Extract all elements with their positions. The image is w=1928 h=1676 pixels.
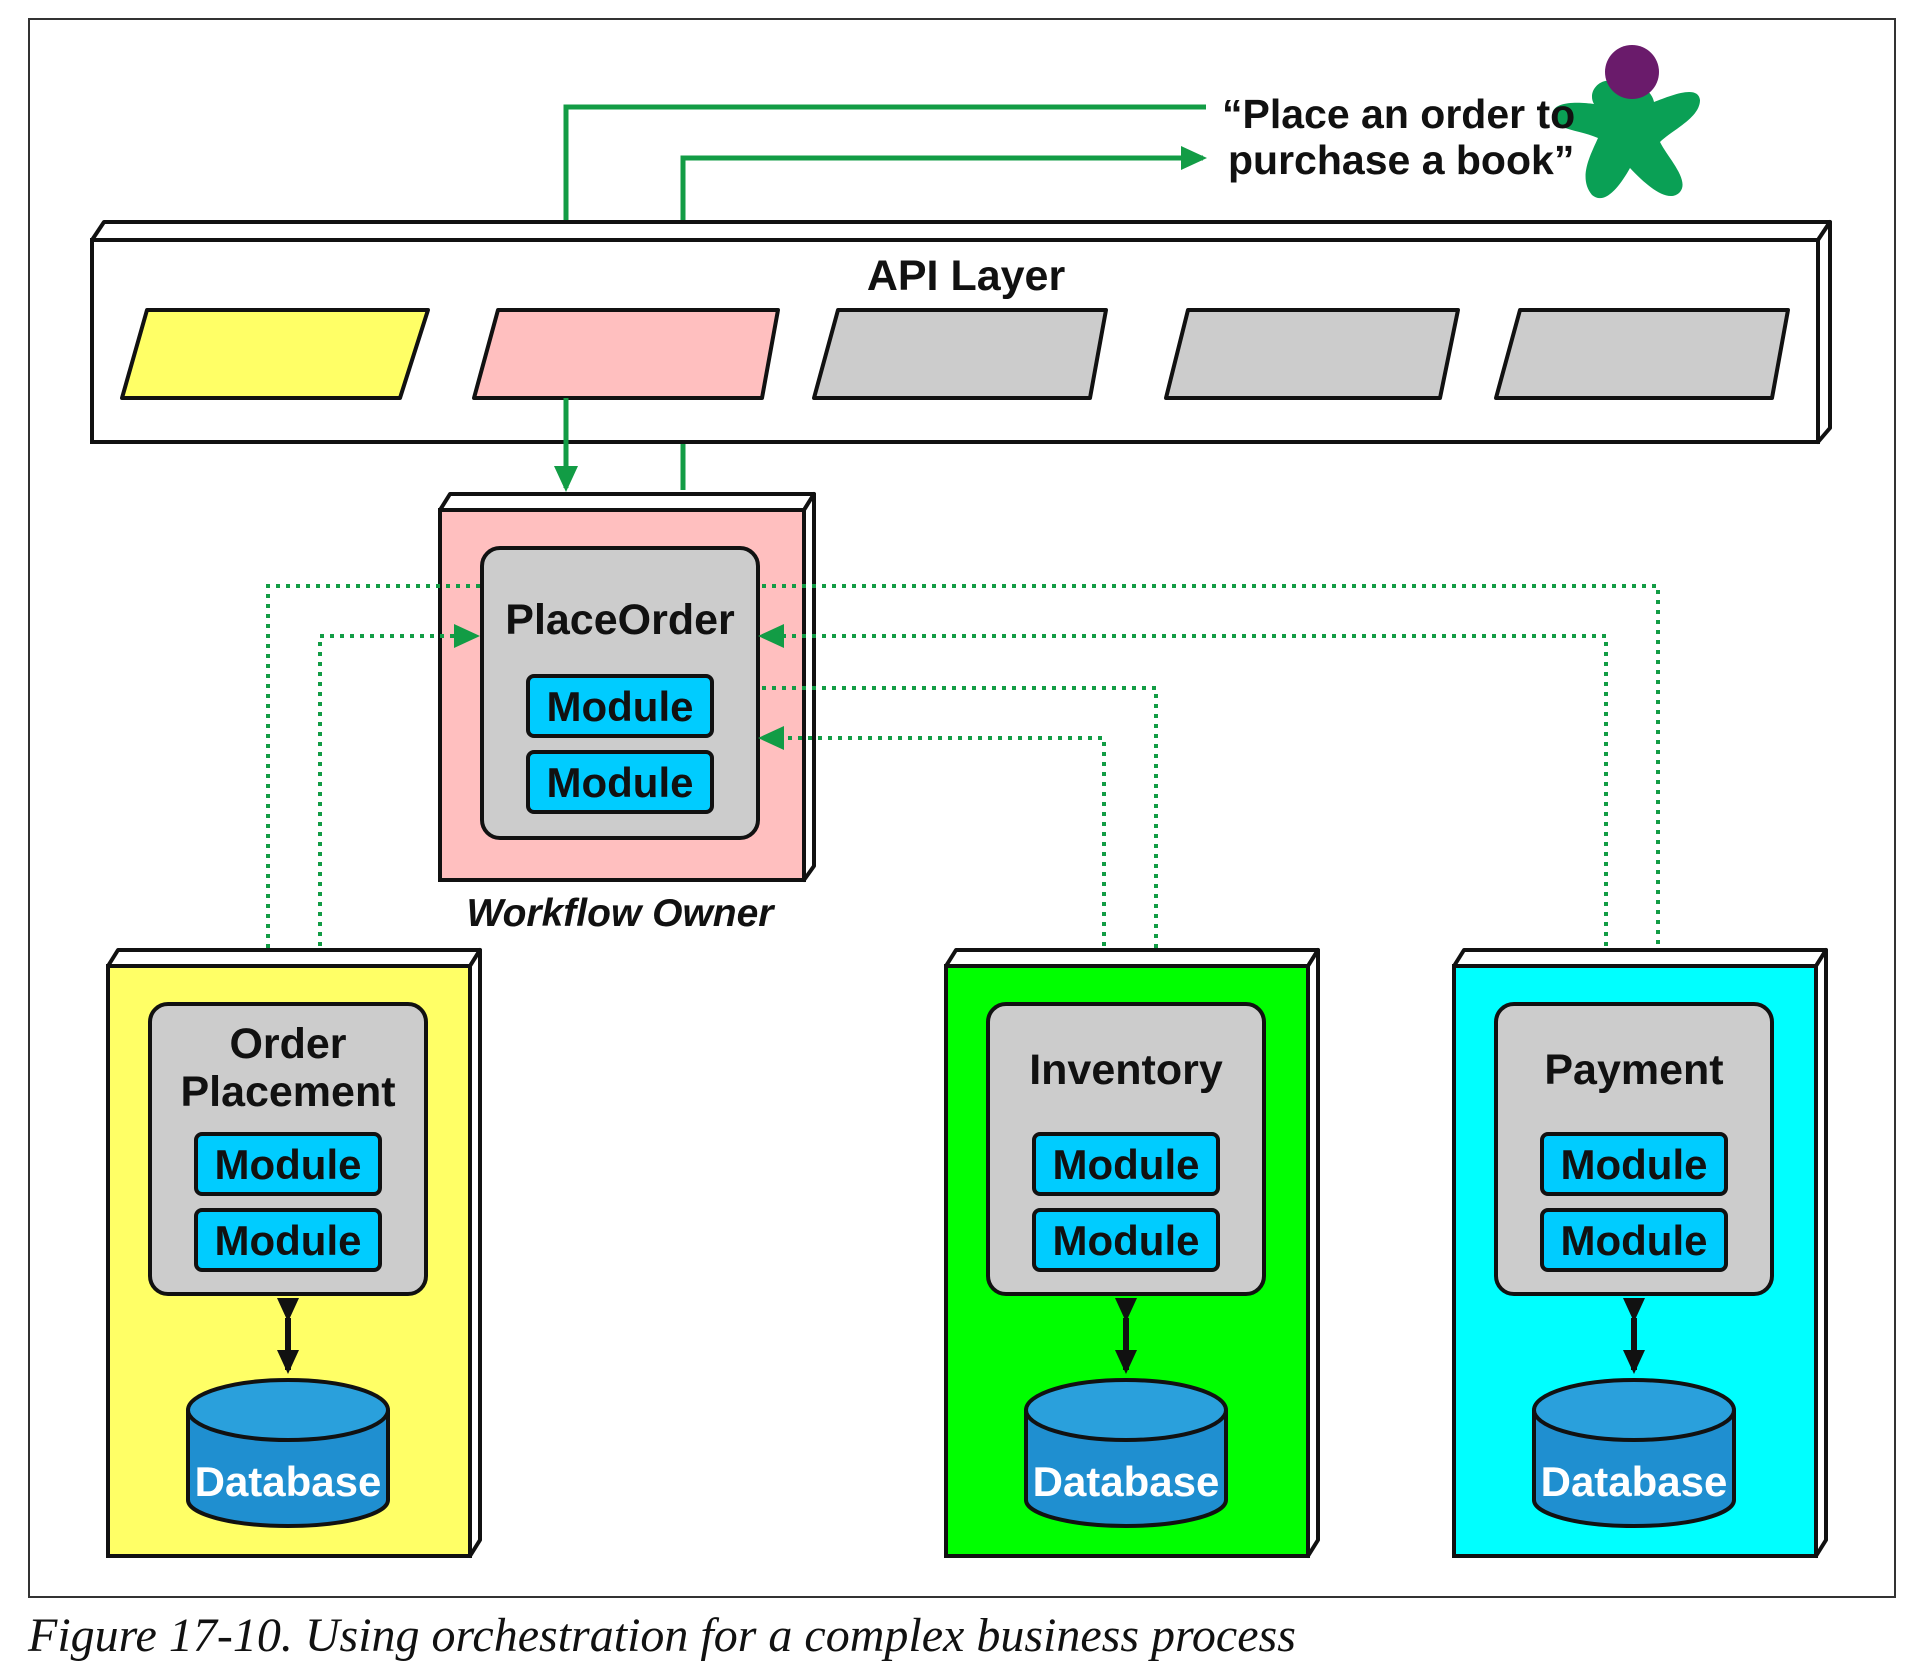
order-placement-name-line1: Order: [229, 1020, 346, 1068]
order-placement-name-line2: Placement: [180, 1068, 395, 1116]
order-placement-module-1-label: Module: [215, 1141, 362, 1188]
inventory-module-1-label: Module: [1053, 1141, 1200, 1188]
orchestrator-service: PlaceOrder Module Module: [438, 492, 816, 882]
inventory-service: Inventory Module Module Database: [944, 948, 1320, 1558]
payment-module-1-label: Module: [1561, 1141, 1708, 1188]
request-quote-line1: “Place an order to: [1222, 91, 1575, 137]
payment-module-2[interactable]: [1540, 1208, 1728, 1272]
msg-to-order-placement: [256, 584, 480, 1000]
orchestrator-module-1-label: Module: [547, 683, 694, 730]
orchestrator-name: PlaceOrder: [505, 596, 735, 644]
orchestration-messages: [256, 584, 1670, 1000]
inventory-module-2[interactable]: [1032, 1208, 1220, 1272]
request-quote-line2: purchase a book”: [1228, 137, 1574, 183]
msg-to-inventory: [762, 686, 1168, 1000]
payment-module-2-label: Module: [1561, 1217, 1708, 1264]
inventory-module-1[interactable]: [1032, 1132, 1220, 1196]
payment-name: Payment: [1544, 1046, 1723, 1094]
orchestrator-module-2-label: Module: [547, 759, 694, 806]
order-placement-database-label: Database: [195, 1458, 382, 1505]
msg-from-order-placement: [318, 624, 480, 996]
payment-module-1[interactable]: [1540, 1132, 1728, 1196]
api-slot-1[interactable]: [120, 308, 430, 400]
orchestrator-module-2[interactable]: [526, 750, 714, 814]
inventory-database-label: Database: [1033, 1458, 1220, 1505]
api-slot-4[interactable]: [1164, 308, 1460, 400]
inventory-name: Inventory: [1029, 1046, 1223, 1094]
database-icon: [1024, 1378, 1228, 1528]
api-slot-3[interactable]: [812, 308, 1108, 400]
payment-service: Payment Module Module Database: [1452, 948, 1828, 1558]
database-icon: [1532, 1378, 1736, 1528]
api-slot-5[interactable]: [1494, 308, 1790, 400]
database-icon: [186, 1378, 390, 1528]
figure-caption: Figure 17-10. Using orchestration for a …: [28, 1609, 1296, 1662]
order-placement-module-1[interactable]: [194, 1132, 382, 1196]
person-icon: [1552, 45, 1700, 199]
orchestrator-module-1[interactable]: [526, 674, 714, 738]
api-layer: API Layer: [90, 220, 1832, 444]
order-placement-service: Order Placement Module Module Database: [106, 948, 482, 1558]
order-placement-module-2-label: Module: [215, 1217, 362, 1264]
msg-from-payment: [758, 624, 1608, 996]
payment-database-label: Database: [1541, 1458, 1728, 1505]
api-layer-title: API Layer: [867, 252, 1066, 300]
inventory-module-2-label: Module: [1053, 1217, 1200, 1264]
api-slot-2[interactable]: [472, 308, 780, 400]
orchestrator-role-label: Workflow Owner: [467, 892, 776, 935]
order-placement-module-2[interactable]: [194, 1208, 382, 1272]
